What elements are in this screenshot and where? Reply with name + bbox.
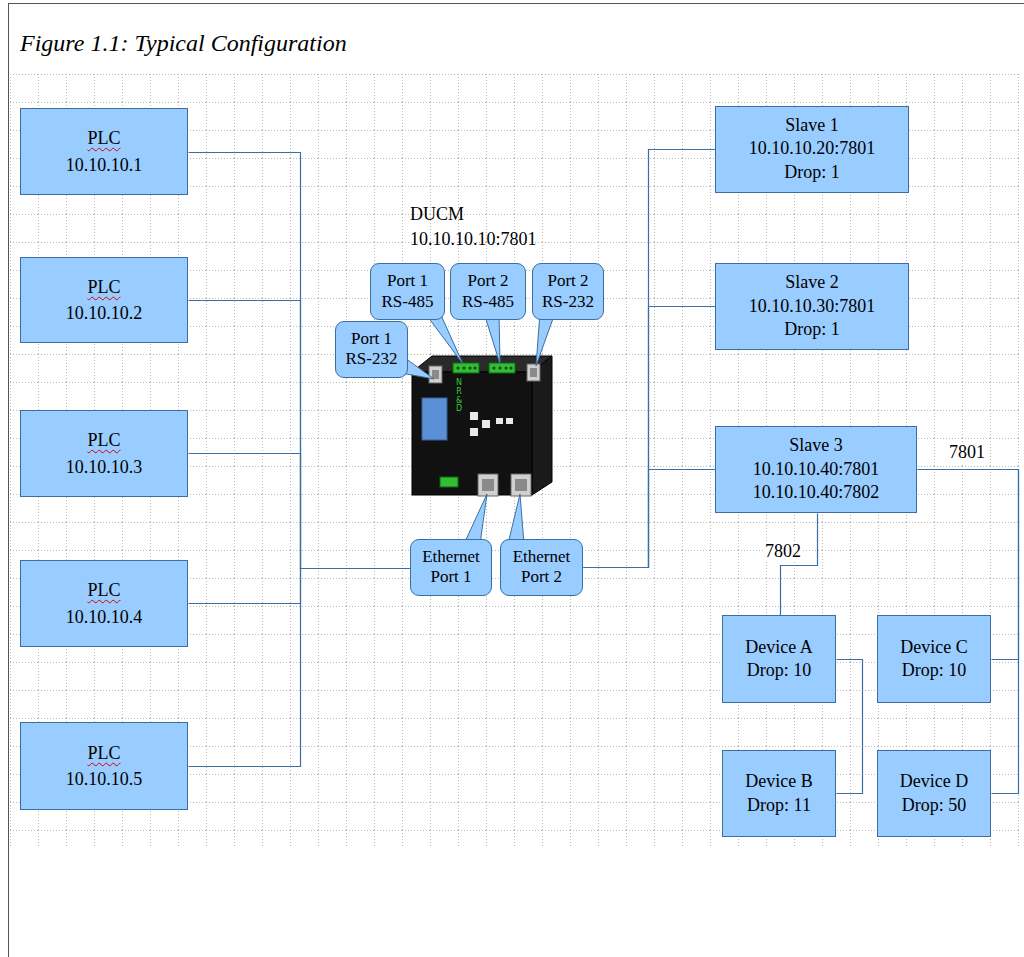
connector-line xyxy=(189,301,411,569)
box-text: Drop: 10 xyxy=(747,659,812,682)
box-text: 10.10.10.30:7801 xyxy=(749,295,876,318)
box-text: Drop: 11 xyxy=(747,794,811,817)
box-text: Slave 1 xyxy=(785,114,839,137)
plc-box: PLC10.10.10.4 xyxy=(20,560,188,647)
callout-text: RS-232 xyxy=(346,349,398,369)
callout-text: Ethernet xyxy=(513,547,571,567)
frame-line xyxy=(8,3,9,957)
box-text: 10.10.10.40:7801 xyxy=(753,458,880,481)
box-text: 10.10.10.4 xyxy=(66,604,143,630)
logo-text: NR&D xyxy=(455,379,463,414)
figure-title: Figure 1.1: Typical Configuration xyxy=(20,30,347,57)
box-text: PLC xyxy=(87,577,120,603)
box-text: 10.10.10.1 xyxy=(66,152,143,178)
callout-text: Port 1 xyxy=(387,271,428,291)
callout-text: RS-232 xyxy=(542,292,594,312)
box-text: 10.10.10.3 xyxy=(66,454,143,480)
ducm-device xyxy=(412,356,552,496)
device-box: Device DDrop: 50 xyxy=(877,750,991,837)
port-label: 7802 xyxy=(763,541,803,562)
box-text: Drop: 50 xyxy=(902,794,967,817)
port-callout: Port 2RS-232 xyxy=(532,263,604,320)
callout-text: Port 1 xyxy=(430,567,471,587)
plc-box: PLC10.10.10.3 xyxy=(20,410,188,497)
box-text: Device C xyxy=(900,636,967,659)
slave-box: Slave 210.10.10.30:7801Drop: 1 xyxy=(715,263,909,350)
box-text: Slave 2 xyxy=(785,271,839,294)
box-text: PLC xyxy=(87,274,120,300)
callout-text: Port 2 xyxy=(547,271,588,291)
device-name: DUCM xyxy=(410,204,464,225)
connector-line xyxy=(584,150,716,568)
device-address: 10.10.10.10:7801 xyxy=(410,229,537,250)
box-text: Drop: 1 xyxy=(784,161,840,184)
connector-line xyxy=(781,514,818,616)
dotted-grid xyxy=(10,74,1020,846)
connector-line xyxy=(189,454,411,569)
port-callout: Port 2RS-485 xyxy=(450,263,526,320)
port-callout: Port 1RS-485 xyxy=(370,263,445,320)
frame-line xyxy=(8,3,1024,4)
box-text: Device D xyxy=(900,770,968,793)
port-callout: EthernetPort 2 xyxy=(500,539,583,596)
box-text: PLC xyxy=(87,427,120,453)
connector-line xyxy=(584,470,716,568)
device-box: Device CDrop: 10 xyxy=(877,615,991,703)
box-text: 10.10.10.20:7801 xyxy=(749,137,876,160)
box-text: Device B xyxy=(745,770,812,793)
box-text: Device A xyxy=(745,636,812,659)
plc-box: PLC10.10.10.2 xyxy=(20,257,188,343)
connector-line xyxy=(189,569,411,767)
callout-text: Port 2 xyxy=(521,567,562,587)
slave-box: Slave 110.10.10.20:7801Drop: 1 xyxy=(715,106,909,193)
plc-box: PLC10.10.10.5 xyxy=(20,722,188,810)
box-text: 10.10.10.2 xyxy=(66,300,143,326)
box-text: 10.10.10.40:7802 xyxy=(753,481,880,504)
connector-line xyxy=(189,153,411,569)
box-text: Slave 3 xyxy=(789,434,843,457)
callout-text: RS-485 xyxy=(462,292,514,312)
box-text: PLC xyxy=(87,125,120,151)
connector-line xyxy=(189,569,411,604)
box-text: Drop: 10 xyxy=(902,659,967,682)
port-callout: EthernetPort 1 xyxy=(410,539,492,596)
callout-text: Port 1 xyxy=(351,329,392,349)
device-box: Device BDrop: 11 xyxy=(722,750,836,837)
device-box: Device ADrop: 10 xyxy=(722,615,836,703)
box-text: 10.10.10.5 xyxy=(66,766,143,792)
plc-box: PLC10.10.10.1 xyxy=(20,108,188,195)
port-label: 7801 xyxy=(947,442,987,463)
callout-text: Port 2 xyxy=(467,271,508,291)
box-text: Drop: 1 xyxy=(784,318,840,341)
callout-text: RS-485 xyxy=(382,292,434,312)
box-text: PLC xyxy=(87,740,120,766)
port-callout: Port 1RS-232 xyxy=(335,321,408,378)
callout-tails xyxy=(390,313,555,544)
callout-text: Ethernet xyxy=(422,547,480,567)
connector-line xyxy=(584,307,716,568)
connector-line xyxy=(837,660,863,794)
slave-box: Slave 310.10.10.40:780110.10.10.40:7802 xyxy=(715,426,917,513)
